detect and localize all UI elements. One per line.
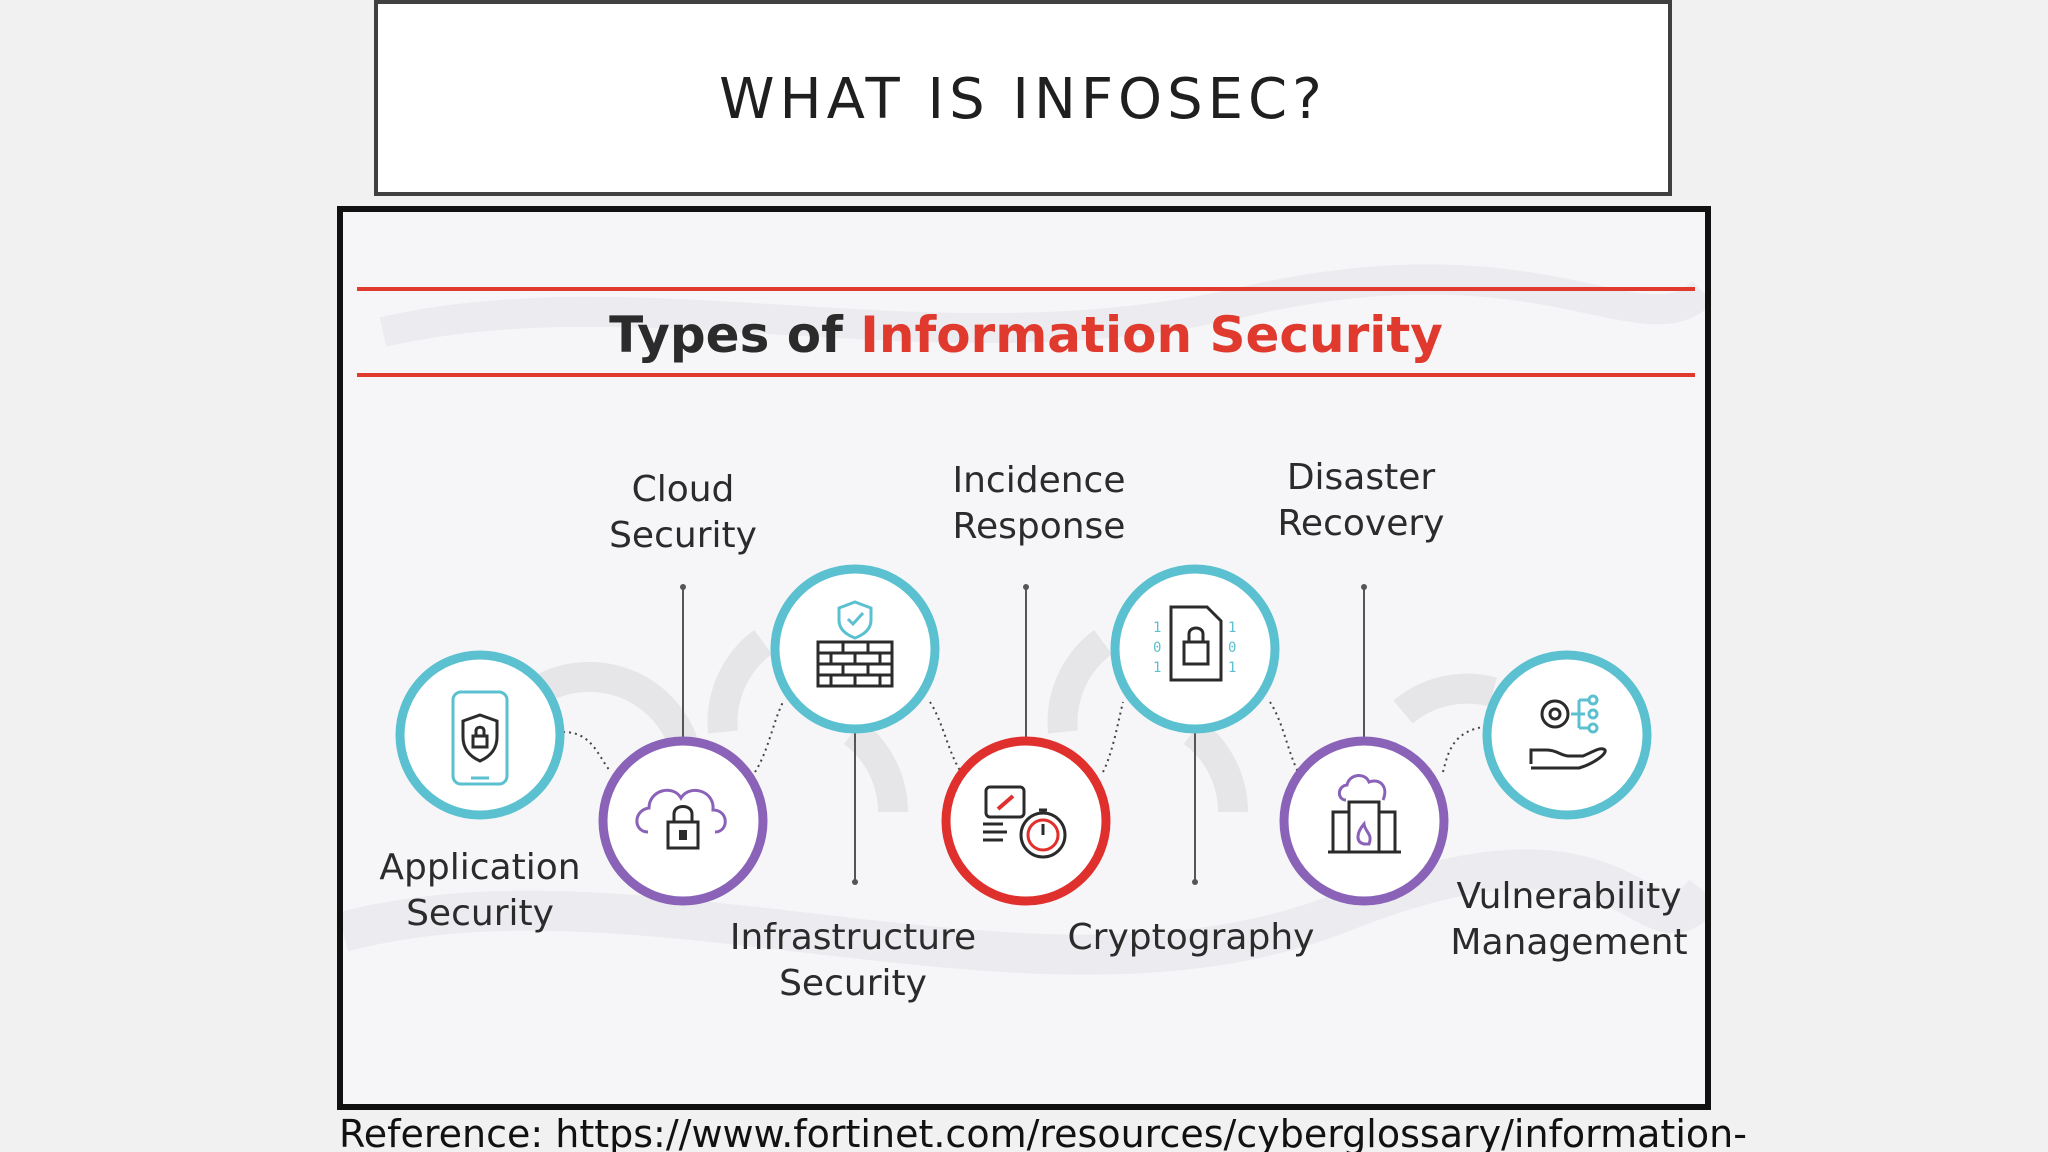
phone-shield-icon xyxy=(451,690,509,786)
node-application-security xyxy=(395,650,565,820)
label-incidence-line1: Incidence xyxy=(953,460,1126,501)
heading-prefix: Types of xyxy=(609,306,860,364)
background-swirl xyxy=(379,264,1705,347)
infographic-frame: Types of Information Security xyxy=(337,206,1711,1110)
node-cryptography: 1 0 1 1 0 1 xyxy=(1110,564,1280,734)
ring-teal xyxy=(1110,564,1280,734)
label-application-line1: Application xyxy=(379,847,580,888)
svg-text:1: 1 xyxy=(1153,660,1161,676)
building-cloud-fire-icon xyxy=(1328,774,1401,854)
label-application-line2: Security xyxy=(406,893,554,934)
heading-highlight: Information Security xyxy=(860,306,1443,364)
reference-text: Reference: https://www.fortinet.com/reso… xyxy=(339,1112,1747,1152)
ring-teal xyxy=(1482,650,1652,820)
svg-text:1: 1 xyxy=(1228,620,1236,636)
label-incidence-line2: Response xyxy=(953,506,1126,547)
label-disaster-line1: Disaster xyxy=(1287,457,1436,498)
label-cloud-line1: Cloud xyxy=(632,469,735,510)
background-swirl xyxy=(343,849,1705,975)
node-infrastructure-security xyxy=(770,564,940,734)
slide-title-box: WHAT IS INFOSEC? xyxy=(374,0,1672,196)
svg-text:0: 0 xyxy=(1228,640,1236,656)
gear-network-hand-icon xyxy=(1529,694,1607,770)
dotted-connectors xyxy=(562,701,1484,773)
infographic: Types of Information Security xyxy=(343,264,1705,1004)
label-infrastructure-line1: Infrastructure xyxy=(730,917,976,958)
firewall-shield-icon xyxy=(816,600,894,688)
binary-lock-document-icon: 1 0 1 1 0 1 xyxy=(1153,605,1236,682)
label-vulnerability-line1: Vulnerability xyxy=(1456,876,1681,917)
svg-text:1: 1 xyxy=(1153,620,1161,636)
node-disaster-recovery xyxy=(1279,736,1449,906)
ring-purple xyxy=(1279,736,1449,906)
label-cryptography-line1: Cryptography xyxy=(1068,917,1315,958)
label-infrastructure-line2: Security xyxy=(779,963,927,1004)
svg-text:0: 0 xyxy=(1153,640,1161,656)
svg-text:1: 1 xyxy=(1228,660,1236,676)
ring-teal xyxy=(770,564,940,734)
node-cloud-security xyxy=(598,736,768,906)
node-incidence-response xyxy=(941,736,1111,906)
infographic-heading: Types of Information Security xyxy=(609,306,1443,364)
label-vulnerability-line2: Management xyxy=(1450,922,1687,963)
node-vulnerability-management xyxy=(1482,650,1652,820)
label-cloud-line2: Security xyxy=(609,515,757,556)
labels: Application Security Cloud Security Infr… xyxy=(379,457,1687,1004)
phone-stopwatch-icon xyxy=(983,785,1067,859)
label-disaster-line2: Recovery xyxy=(1278,503,1445,544)
slide-title: WHAT IS INFOSEC? xyxy=(719,66,1327,132)
cloud-lock-icon xyxy=(635,788,727,850)
